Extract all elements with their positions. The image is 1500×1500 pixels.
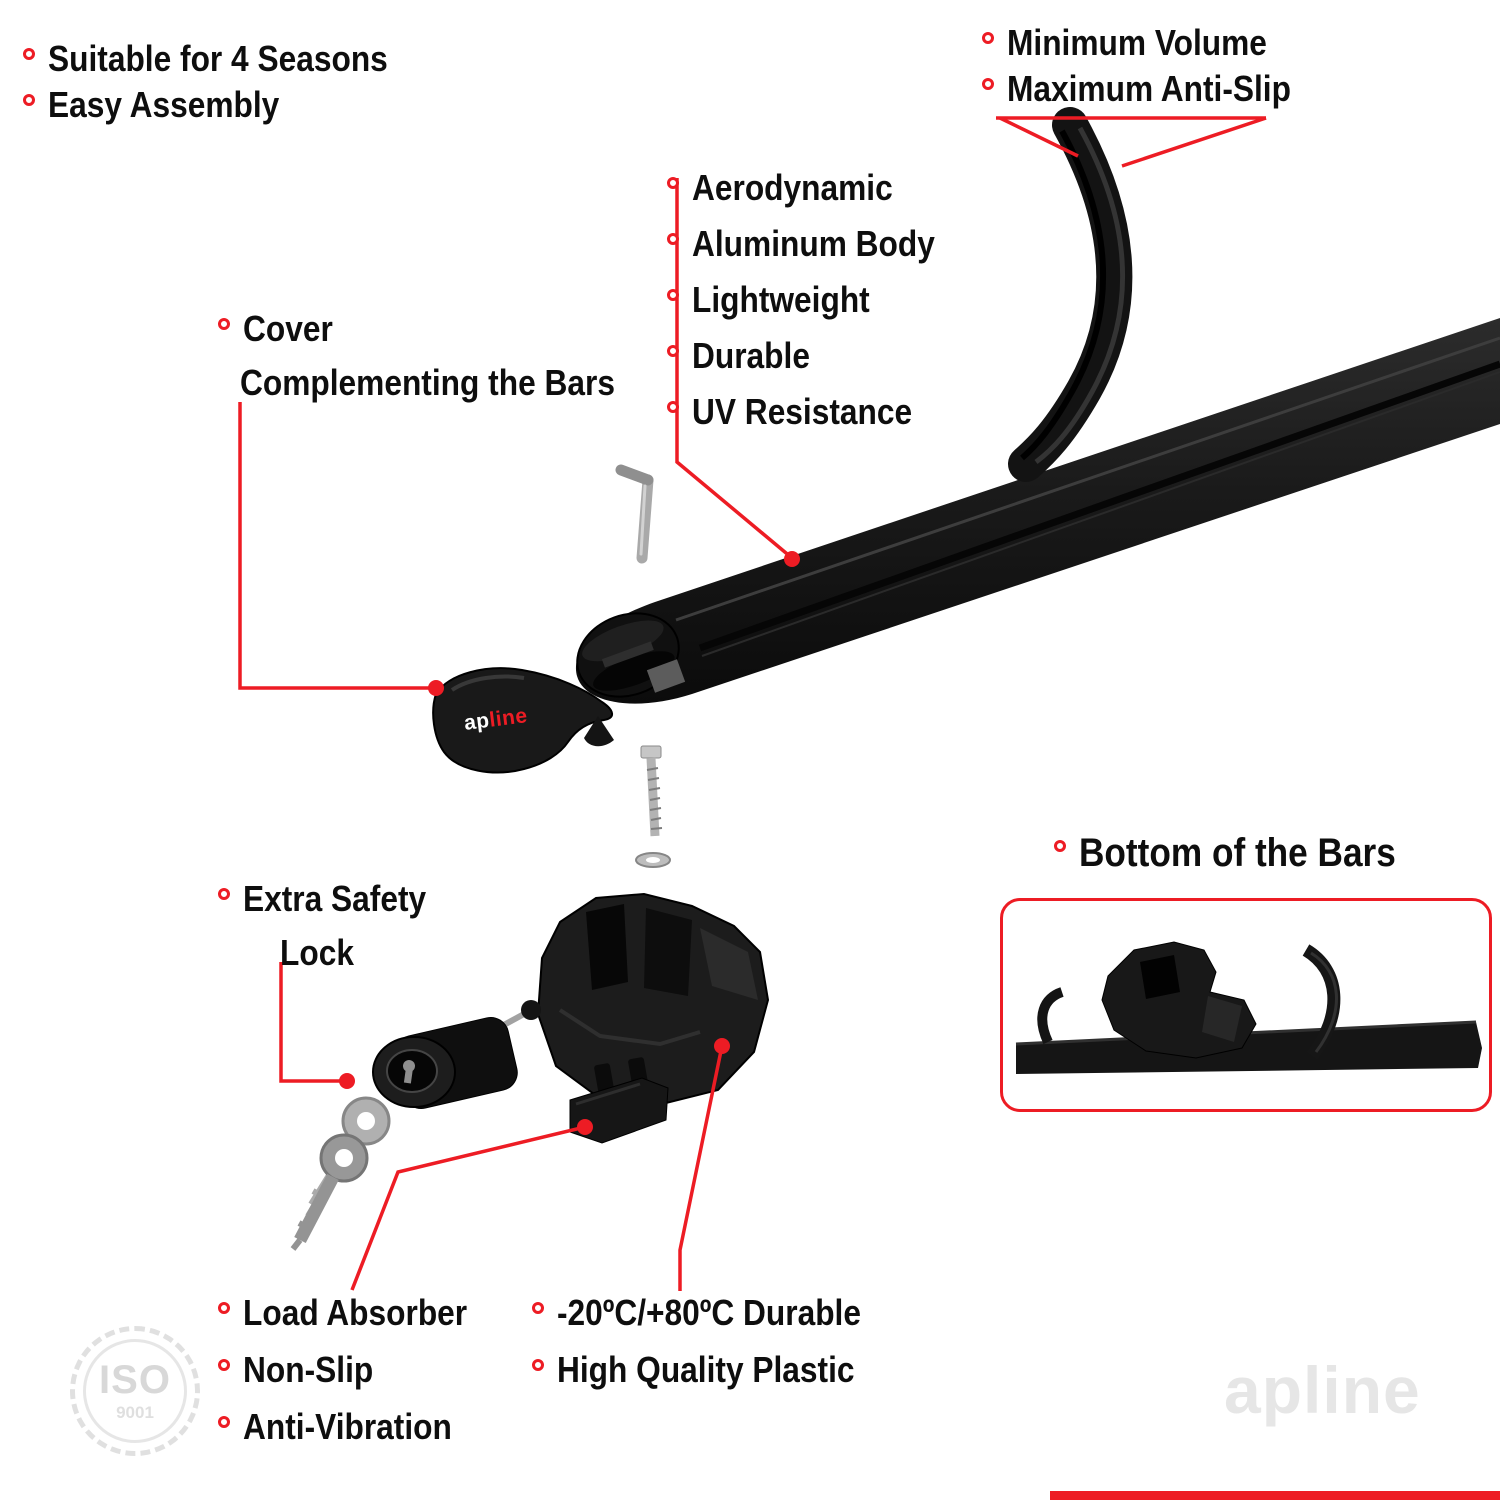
bullet-icon xyxy=(667,345,679,357)
feature-item: Durable xyxy=(667,333,968,379)
bullet-icon xyxy=(218,1416,230,1428)
iso-badge-inner: ISO 9001 xyxy=(83,1339,187,1443)
feature-label: Aerodynamic xyxy=(692,167,893,208)
bullet-icon xyxy=(532,1359,544,1371)
brand-ap: ap xyxy=(1224,1353,1304,1427)
keys-icon xyxy=(290,1096,391,1251)
feature-label: Non-Slip xyxy=(243,1349,374,1390)
feature-label: Aluminum Body xyxy=(692,223,935,264)
bullet-icon xyxy=(667,401,679,413)
bottom-view-label: Bottom of the Bars xyxy=(1079,831,1396,875)
bottom-red-strip xyxy=(1050,1491,1500,1500)
callout-subtitle: Lock xyxy=(280,930,451,976)
callout-label: Complementing the Bars xyxy=(240,362,615,403)
bullet-icon xyxy=(23,48,35,60)
bullet-icon xyxy=(1054,840,1066,852)
security-lock xyxy=(372,1000,541,1110)
feature-label: UV Resistance xyxy=(692,391,913,432)
allen-key-icon xyxy=(615,464,654,564)
feature-item: Aluminum Body xyxy=(667,221,968,267)
brand-line: line xyxy=(1303,1353,1421,1427)
iso-9001-badge: ISO 9001 xyxy=(70,1326,200,1456)
cover-callout: Cover Complementing the Bars xyxy=(218,306,666,406)
callout-title: Cover xyxy=(218,306,666,352)
brand-watermark: apline xyxy=(1224,1352,1421,1428)
bullet-icon xyxy=(218,1359,230,1371)
bottom-view-art xyxy=(1015,941,1482,1074)
roof-bar xyxy=(575,318,1500,704)
iso-title: ISO xyxy=(99,1357,171,1402)
brand-ap: ap xyxy=(462,708,491,735)
bullet-icon xyxy=(667,233,679,245)
feature-list-bottom-left: Load Absorber Non-Slip Anti-Vibration xyxy=(218,1290,498,1450)
callout-title: Extra Safety xyxy=(218,876,451,922)
feature-label: High Quality Plastic xyxy=(557,1349,855,1390)
bullet-icon xyxy=(532,1302,544,1314)
callout-label: Cover xyxy=(243,308,333,349)
bullet-icon xyxy=(218,318,230,330)
feature-item: Suitable for 4 Seasons xyxy=(23,36,434,82)
bullet-icon xyxy=(667,289,679,301)
iso-number: 9001 xyxy=(116,1402,154,1422)
leader-lines xyxy=(238,116,1267,1291)
feature-list-bottom-right: -20ºC/+80ºC Durable High Quality Plastic xyxy=(532,1290,902,1393)
feature-label: Load Absorber xyxy=(243,1292,468,1333)
feature-label: Maximum Anti-Slip xyxy=(1007,68,1291,109)
feature-label: -20ºC/+80ºC Durable xyxy=(557,1292,861,1333)
bottom-view-heading: Bottom of the Bars xyxy=(1054,828,1439,878)
feature-list-bar: Aerodynamic Aluminum Body Lightweight Du… xyxy=(667,165,968,435)
rubber-strip xyxy=(1008,107,1133,482)
feature-item: Non-Slip xyxy=(218,1347,498,1393)
washer xyxy=(635,852,671,868)
callout-label: Lock xyxy=(280,932,354,973)
lock-callout: Extra Safety Lock xyxy=(218,876,451,976)
feature-item: Lightweight xyxy=(667,277,968,323)
feature-label: Lightweight xyxy=(692,279,870,320)
bar-clamp-metal xyxy=(646,659,686,693)
bottom-view-frame xyxy=(1000,898,1492,1112)
feature-label: Easy Assembly xyxy=(48,84,280,125)
brand-line: line xyxy=(488,704,529,732)
feature-label: Suitable for 4 Seasons xyxy=(48,38,388,79)
bullet-icon xyxy=(982,78,994,90)
feature-label: Durable xyxy=(692,335,810,376)
load-absorber-pad xyxy=(569,1057,669,1144)
bolt xyxy=(640,745,663,837)
feature-item: Anti-Vibration xyxy=(218,1404,498,1450)
feature-item: -20ºC/+80ºC Durable xyxy=(532,1290,902,1336)
callout-label: Extra Safety xyxy=(243,878,427,919)
bullet-icon xyxy=(218,1302,230,1314)
bullet-icon xyxy=(982,32,994,44)
feature-item: High Quality Plastic xyxy=(532,1347,902,1393)
feature-item: Minimum Volume xyxy=(982,20,1330,66)
feature-list-top-right: Minimum Volume Maximum Anti-Slip xyxy=(982,20,1330,112)
end-cover xyxy=(432,667,614,774)
bullet-icon xyxy=(23,94,35,106)
feature-label: Minimum Volume xyxy=(1007,22,1267,63)
foot-bracket xyxy=(536,892,770,1106)
callout-subtitle: Complementing the Bars xyxy=(240,360,666,406)
pointer-dots xyxy=(339,551,800,1135)
feature-item: Aerodynamic xyxy=(667,165,968,211)
feature-item: UV Resistance xyxy=(667,389,968,435)
bullet-icon xyxy=(218,888,230,900)
feature-item: Load Absorber xyxy=(218,1290,498,1336)
bullet-icon xyxy=(667,177,679,189)
feature-item: Maximum Anti-Slip xyxy=(982,66,1330,112)
feature-item: Easy Assembly xyxy=(23,82,434,128)
feature-list-top-left: Suitable for 4 Seasons Easy Assembly xyxy=(23,36,434,128)
feature-label: Anti-Vibration xyxy=(243,1406,452,1447)
